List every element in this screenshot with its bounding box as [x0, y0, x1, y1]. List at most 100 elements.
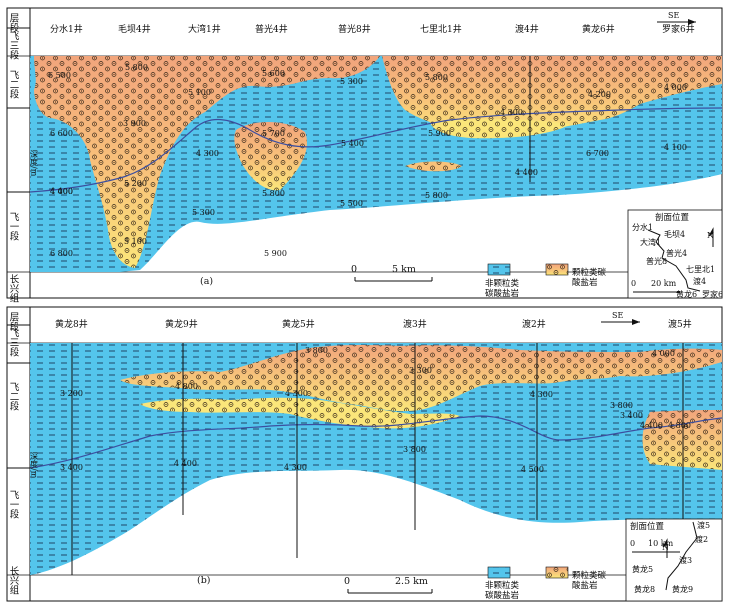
- legend-non-grain-a-2: 碳酸盐岩: [485, 288, 520, 299]
- north-arrow-a: [708, 227, 714, 247]
- depth-label-a-25: 5 300: [192, 208, 215, 217]
- well-name-b-3: 渡3井: [403, 318, 427, 330]
- strat-label-b-fei2: 飞二段: [8, 382, 20, 411]
- depth-label-a-21: 4 400: [50, 187, 73, 196]
- legend-grain-a-1: 颗粒类碳: [572, 267, 607, 278]
- depth-label-a-8: 3 900: [123, 119, 146, 128]
- depth-label-a-6: 4 000: [664, 83, 687, 92]
- legend-grain-b-1: 颗粒类碳: [572, 570, 607, 581]
- inset-point-a-3: 普光4: [666, 248, 687, 258]
- legend-grain-b-2: 酸盐岩: [572, 580, 598, 591]
- legend-non-grain-b-1: 非颗粒类: [485, 580, 520, 591]
- header-label-b: 层段: [8, 312, 20, 332]
- inset-point-a-0: 分水1: [632, 222, 653, 232]
- inset-point-b-5: 黄龙9: [672, 584, 693, 594]
- depth-label-a-16: 6 700: [586, 149, 609, 158]
- well-name-a-2: 大湾1井: [188, 23, 221, 35]
- depth-label-b-7: 3 400: [620, 411, 643, 420]
- well-name-b-0: 黄龙8井: [55, 318, 88, 330]
- scale-label-b: 2.5 km: [395, 576, 428, 587]
- depth-label-b-15: 4 400: [174, 459, 197, 468]
- depth-label-a-7: 5 100: [188, 88, 211, 97]
- scale-bar-a: [354, 277, 433, 282]
- panel-label-b: (b): [197, 575, 211, 586]
- scale-bar-b: [347, 589, 433, 594]
- depth-label-a-18: 5 200: [124, 179, 147, 188]
- depth-label-a-9: 4 300: [500, 108, 523, 117]
- depth-label-a-27: 5 900: [264, 249, 287, 258]
- panel-a: 层段 飞三段 飞二段 飞一段 长兴组 深度/m 分水1井毛坝4井大湾1井普光4井…: [6, 7, 723, 303]
- strat-label-a-fei3: 飞三段: [8, 31, 20, 60]
- legend-non-grain-a-1: 非颗粒类: [485, 278, 520, 289]
- well-name-a-4: 普光8井: [338, 23, 371, 35]
- strat-label-a-fei2: 飞二段: [8, 70, 20, 99]
- depth-label-b-5: 3 200: [60, 389, 83, 398]
- inset-point-b-4: 黄龙8: [634, 584, 655, 594]
- well-name-a-6: 渡4井: [515, 23, 539, 35]
- depth-label-b-8: 3 800: [610, 401, 633, 410]
- depth-label-b-4: 4 300: [285, 389, 308, 398]
- inset-point-a-5: 七里北1: [686, 265, 715, 274]
- depth-label-a-22: 5 500: [340, 199, 363, 208]
- panel-b: 层段 飞三段 飞二段 飞一段 长兴组 深度/m 黄龙8井黄龙9井黄龙5井渡3井渡…: [6, 306, 723, 602]
- depth-label-a-23: 5 800: [425, 191, 448, 200]
- depth-label-a-15: 4 300: [196, 149, 219, 158]
- depth-label-b-3: 4 800: [175, 382, 198, 391]
- well-name-a-3: 普光4井: [255, 23, 288, 35]
- depth-axis-label-a: 深度/m: [30, 150, 39, 177]
- strat-label-a-changxing: 长兴组: [8, 273, 20, 302]
- panel-label-a: (a): [200, 276, 213, 287]
- inset-north-a: N: [707, 231, 714, 240]
- strat-label-b-changxing: 长兴组: [8, 565, 20, 594]
- depth-label-a-20: 4 400: [515, 168, 538, 177]
- inset-scale-zero-b: 0: [630, 539, 635, 548]
- strat-label-a-fei1: 飞一段: [8, 212, 20, 241]
- depth-label-a-4: 5 800: [425, 73, 448, 82]
- depth-label-a-3: 5 300: [340, 77, 363, 86]
- well-name-a-7: 黄龙6井: [582, 23, 615, 35]
- inset-scale-zero-a: 0: [631, 279, 636, 288]
- inset-point-a-7: 黄龙6: [676, 289, 697, 299]
- inset-north-b: N: [662, 543, 669, 552]
- well-name-a-8: 罗家6井: [662, 23, 695, 35]
- depth-label-b-13: 4 500: [521, 465, 544, 474]
- depth-label-b-14: 3 400: [60, 463, 83, 472]
- depth-label-a-10: 6 600: [50, 129, 73, 138]
- inset-point-a-8: 罗家6: [702, 289, 723, 299]
- depth-label-a-19: 5 800: [262, 189, 285, 198]
- depth-label-b-10: 4 800: [668, 421, 691, 430]
- depth-axis-label-b: 深度/m: [30, 452, 39, 479]
- inset-point-b-0: 渡5: [697, 520, 710, 530]
- depth-label-a-11: 5 700: [262, 129, 285, 138]
- depth-label-a-1: 5 800: [125, 63, 148, 72]
- header-label-a: 层段: [8, 13, 20, 33]
- depth-label-b-0: 3 800: [305, 346, 328, 355]
- depth-label-a-2: 5 600: [262, 69, 285, 78]
- location-inset-a: 剖面位置 N 分水1 毛坝4 大湾1 普光4 普光8 七里北1 渡4 黄龙6 罗…: [627, 209, 723, 299]
- well-name-a-0: 分水1井: [50, 23, 83, 35]
- depth-label-a-0: 6 500: [48, 71, 71, 80]
- interface-line-b: [30, 415, 722, 469]
- depth-label-a-5: 4 200: [588, 90, 611, 99]
- location-inset-b: 剖面位置 N 渡5 渡2 渡3 黄龙5 黄龙8 黄龙9 0 10 km: [625, 518, 723, 602]
- depth-label-b-6: 4 300: [530, 390, 553, 399]
- scale-label-a: 5 km: [392, 264, 416, 275]
- direction-label-a: SE: [668, 11, 679, 20]
- inset-point-a-1: 毛坝4: [664, 229, 685, 239]
- north-arrow-b: [662, 538, 668, 558]
- inset-point-b-2: 渡3: [679, 555, 692, 565]
- inset-scale-label-a: 20 km: [651, 279, 677, 288]
- inset-title-a: 剖面位置: [655, 212, 690, 223]
- strat-label-b-fei3: 飞三段: [8, 328, 20, 357]
- direction-label-b: SE: [612, 311, 623, 320]
- scale-zero-a: 0: [351, 264, 357, 275]
- well-name-b-2: 黄龙5井: [282, 318, 315, 330]
- legend-non-grain-b-2: 碳酸盐岩: [485, 590, 520, 601]
- inset-point-a-4: 普光8: [646, 256, 667, 266]
- well-name-b-1: 黄龙9井: [165, 318, 198, 330]
- inset-route-b: [665, 521, 698, 591]
- inset-scale-label-b: 10 km: [648, 539, 674, 548]
- depth-label-b-9: 4 400: [640, 421, 663, 430]
- inset-point-b-3: 黄龙5: [632, 564, 653, 574]
- inset-route-a: [647, 229, 701, 292]
